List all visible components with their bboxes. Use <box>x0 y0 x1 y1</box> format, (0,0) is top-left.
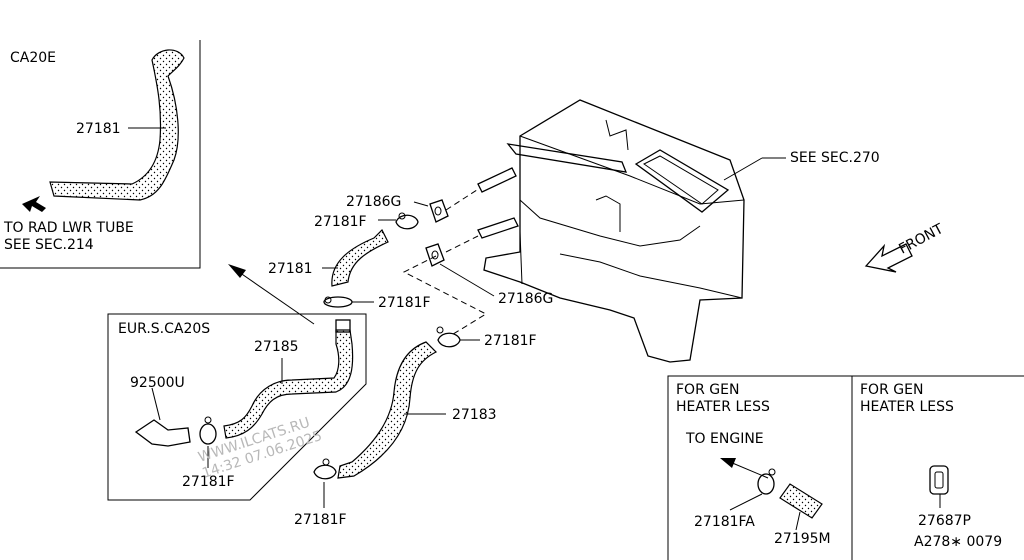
label-27181-top: 27181 <box>76 121 121 137</box>
inset-eur-border <box>107 313 367 501</box>
inset-ca20e-border <box>0 40 201 269</box>
label-front: FRONT <box>896 221 946 258</box>
label-ca20e: CA20E <box>10 50 56 66</box>
heater-panel-line-2 <box>595 195 621 232</box>
clamp-27181f-small-screw <box>324 296 332 304</box>
plug-27195m <box>779 483 823 519</box>
dash-upper <box>445 187 481 211</box>
inset-ca20e: CA20E 27181 TO RAD LWR TUBE SEE SEC.214 <box>0 40 201 269</box>
label-27181f-c: 27181F <box>484 333 537 349</box>
grommet-27186g-lower <box>425 243 445 267</box>
label-27186g-b: 27186G <box>498 291 553 307</box>
label-27195m: 27195M <box>774 531 831 547</box>
inset-eur: EUR.S.CA20S 27185 92500U 27181F <box>107 313 367 501</box>
arrow-icon-to-rad <box>22 196 46 212</box>
panel-gen-heater-less: FOR GEN HEATER LESS TO ENGINE 27181FA 27… <box>667 375 1024 560</box>
hose-27185 <box>223 329 354 439</box>
heater-unit <box>477 99 745 363</box>
clamp-27181f-right <box>437 332 461 348</box>
clamp-27181f-upper-screw <box>398 212 406 220</box>
heater-bracket <box>506 143 628 173</box>
heater-body <box>483 99 745 363</box>
label-to-rad: TO RAD LWR TUBE <box>3 220 134 236</box>
label-27181f-d: 27181F <box>294 512 347 528</box>
grommet-27186g-upper <box>429 199 449 223</box>
heater-vent-inner <box>643 155 719 205</box>
label-27185: 27185 <box>254 339 299 355</box>
hose-27181-rad <box>49 49 185 201</box>
heater-panel-line-4 <box>519 231 523 285</box>
clamp-27181f-right-screw <box>436 326 444 334</box>
label-27181f-b: 27181F <box>378 295 431 311</box>
grommet-27186g-upper-hole <box>434 206 442 216</box>
leader-27186g-a <box>413 201 429 207</box>
label-27186g-a: 27186G <box>346 194 401 210</box>
clamp-27181f-bottom <box>313 464 337 480</box>
arrow-head-to-inset <box>228 264 246 278</box>
dash-route <box>402 255 488 337</box>
clamp-27181f-upper <box>395 214 419 230</box>
hose-27185-end <box>335 319 351 333</box>
cap-27687p-inner <box>934 471 944 489</box>
cap-27687p <box>929 465 949 495</box>
label-code: A278∗ 0079 <box>914 534 1002 550</box>
dash-lower <box>445 235 479 253</box>
label-see-214: SEE SEC.214 <box>4 237 94 253</box>
front-arrow: FRONT <box>864 221 946 273</box>
valve-92500u <box>134 419 191 447</box>
heater-panel-line-5 <box>605 119 629 151</box>
clamp-27181f-eur <box>199 423 217 445</box>
heater-pipe-upper <box>477 167 517 193</box>
label-92500u: 92500U <box>130 375 185 391</box>
label-to-engine: TO ENGINE <box>685 431 764 447</box>
label-gen2-line1: FOR GEN <box>860 382 923 398</box>
label-27181fa: 27181FA <box>694 514 755 530</box>
leader-27181fa <box>729 493 763 511</box>
heater-vent-outer <box>634 149 730 213</box>
heater-top-edge <box>519 135 745 205</box>
label-eur: EUR.S.CA20S <box>118 321 210 337</box>
label-gen1-line2: HEATER LESS <box>676 399 770 415</box>
label-27181-mid: 27181 <box>268 261 313 277</box>
hose-27183 <box>337 341 438 479</box>
label-see-270: SEE SEC.270 <box>790 150 880 166</box>
front-arrow-icon <box>864 243 913 273</box>
clamp-27181f-eur-screw <box>204 416 212 424</box>
leader-27186g-b <box>439 263 495 297</box>
hose-27181-mid <box>331 228 389 287</box>
grommet-27186g-lower-hole <box>431 250 439 260</box>
clamp-27181f-small <box>323 296 353 308</box>
heater-panel-line-1 <box>519 199 701 247</box>
panel-border <box>667 375 1024 560</box>
leader-92500u <box>151 387 161 421</box>
heater-panel-line-3 <box>559 253 743 299</box>
label-27181f-a: 27181F <box>314 214 367 230</box>
label-gen2-line2: HEATER LESS <box>860 399 954 415</box>
arrow-head-to-engine <box>720 458 736 468</box>
leader-see-270 <box>723 157 763 181</box>
label-gen1-line1: FOR GEN <box>676 382 739 398</box>
label-27687p: 27687P <box>918 513 971 529</box>
clamp-27181fa-screw <box>768 468 776 476</box>
label-27181f-e: 27181F <box>182 474 235 490</box>
arrow-line-to-inset <box>235 269 315 325</box>
heater-pipe-lower <box>477 217 519 239</box>
leader-27195m <box>795 511 801 531</box>
clamp-27181f-bottom-screw <box>322 458 330 466</box>
clamp-27181fa <box>757 473 775 495</box>
label-27183: 27183 <box>452 407 497 423</box>
